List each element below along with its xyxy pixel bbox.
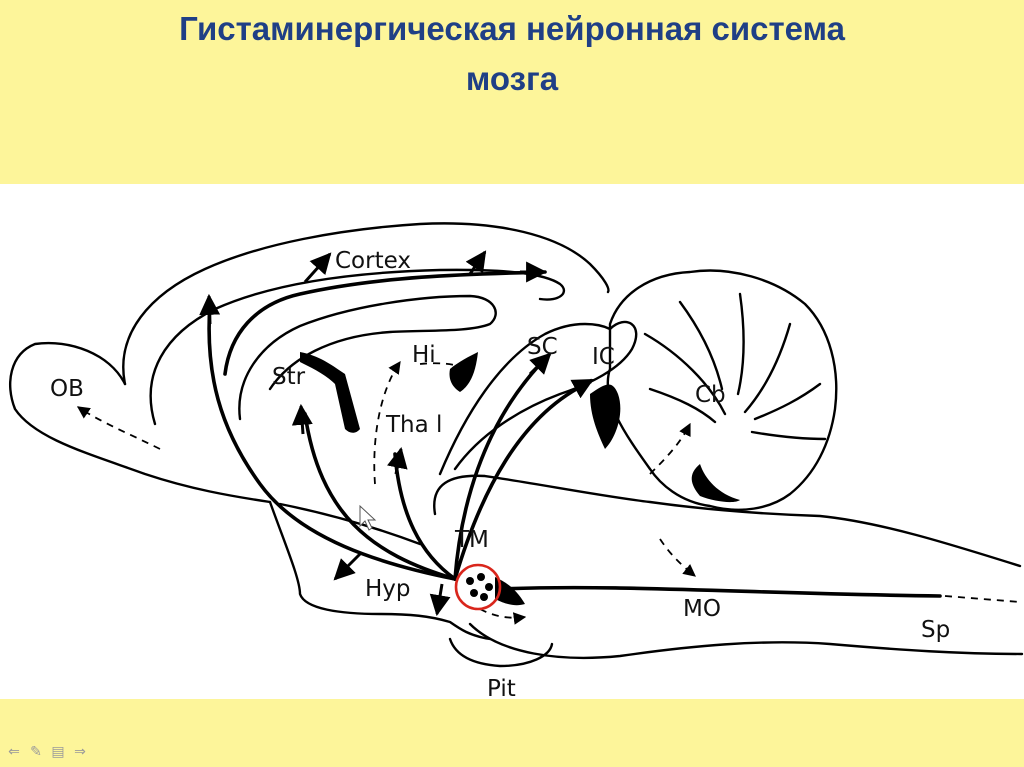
tm-highlight-circle [456, 565, 500, 609]
label-cortex: Cortex [335, 248, 411, 274]
olfactory-bulb-outline [10, 343, 270, 502]
arrow-left-icon[interactable]: ⇐ [6, 744, 22, 760]
tm-neuron-5 [480, 593, 488, 601]
menu-icon[interactable]: ▤ [50, 744, 66, 760]
arrow-str [301, 406, 303, 434]
arrow-ventral [437, 584, 442, 614]
label-sc: SC [527, 334, 558, 360]
dashed-sp [945, 596, 1020, 602]
label-hyp: Hyp [365, 576, 411, 602]
tm-neuron-4 [470, 589, 478, 597]
label-pit: Pit [487, 676, 516, 699]
arrow-ic [570, 380, 592, 392]
label-cb: Cb [695, 382, 726, 408]
fourth-ventricle [590, 385, 620, 449]
third-ventricle [449, 352, 478, 392]
corpus-callosum-outline [151, 270, 564, 424]
pen-icon[interactable]: ✎ [28, 744, 44, 760]
cerebellar-ventricle [692, 464, 740, 502]
dashed-pit [480, 609, 525, 618]
tm-neuron-1 [466, 577, 474, 585]
projection-str [305, 414, 455, 579]
slide-title-line1: Гистаминергическая нейронная система [0, 4, 1024, 54]
label-hi: Hi [412, 342, 436, 368]
projection-spinal [500, 588, 940, 596]
arrow-frontal [209, 296, 210, 324]
hippocampus-outline [239, 296, 495, 419]
arrow-right-icon[interactable]: ⇒ [72, 744, 88, 760]
mouse-pointer-icon [360, 506, 375, 530]
arrow-cortex-left [305, 254, 330, 282]
label-ic: IC [592, 344, 615, 370]
tm-neuron-3 [485, 583, 493, 591]
label-tm: TM [454, 527, 489, 553]
dashed-ob [78, 407, 160, 449]
lateral-ventricle [300, 352, 360, 433]
arrow-hyp [335, 554, 360, 579]
cerebellum-folia [645, 294, 825, 439]
dashed-mo [660, 539, 695, 576]
label-str: Str [272, 364, 306, 390]
slide-navigation: ⇐ ✎ ▤ ⇒ [6, 742, 88, 762]
label-sp: Sp [921, 617, 950, 643]
projection-cortex-arch [225, 272, 545, 374]
tm-nucleus [456, 565, 500, 609]
dashed-cb [650, 424, 690, 474]
brain-diagram-svg: Cortex OB Str Hi SC IC Tha l Cb TM Hyp M… [0, 184, 1024, 699]
slide-title-line2: мозга [0, 54, 1024, 104]
slide-title: Гистаминергическая нейронная система моз… [0, 4, 1024, 104]
tm-neuron-2 [477, 573, 485, 581]
brain-diagram: Cortex OB Str Hi SC IC Tha l Cb TM Hyp M… [0, 184, 1024, 699]
label-tha: Tha l [385, 412, 442, 438]
label-mo: MO [683, 596, 721, 622]
brainstem-outline [434, 476, 1020, 566]
label-ob: OB [50, 376, 84, 402]
